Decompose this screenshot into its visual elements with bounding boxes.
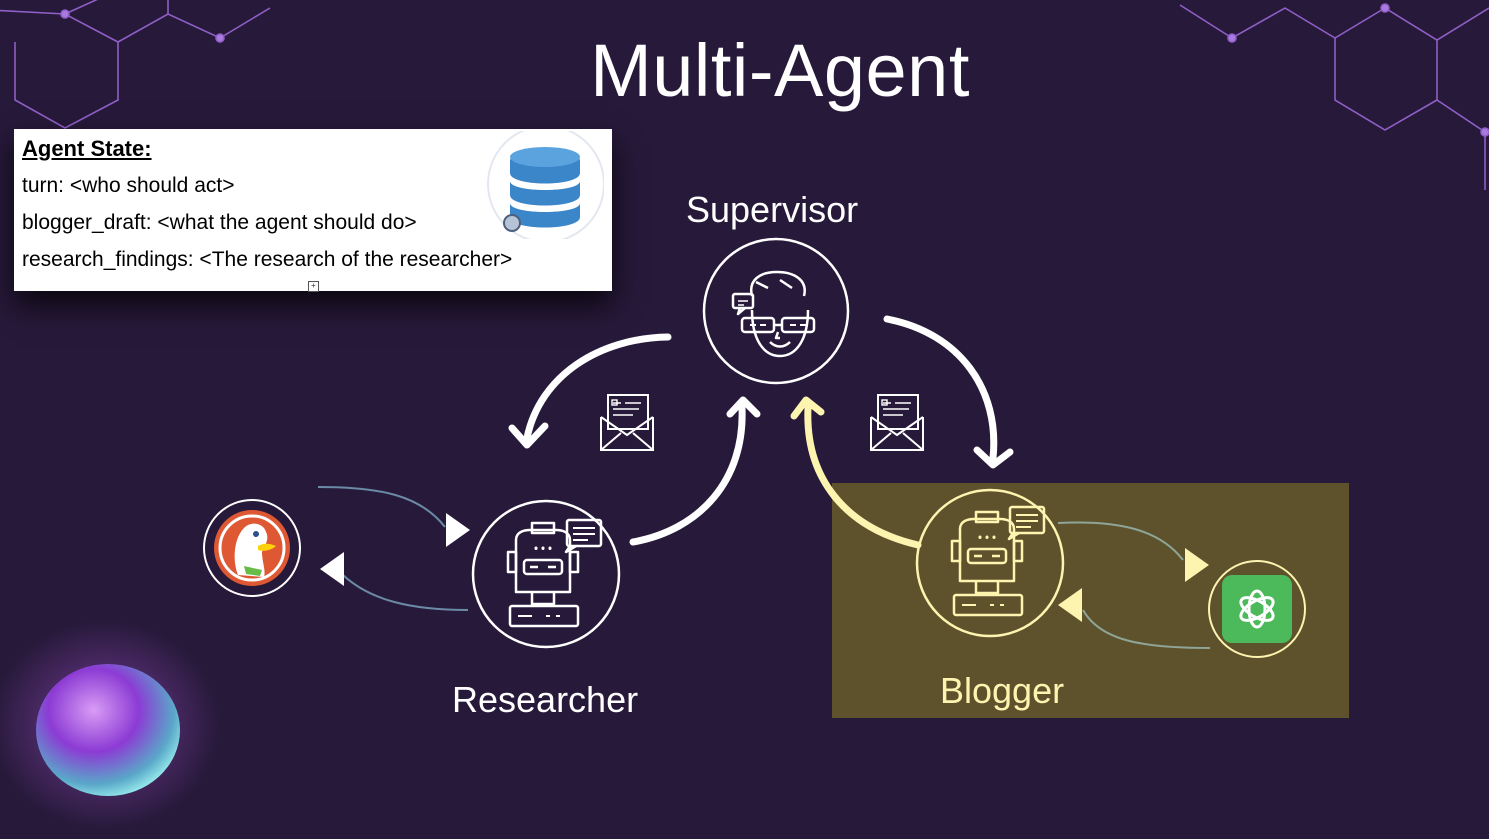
play-arrow-to-blogger bbox=[1058, 588, 1082, 622]
search-tool-node bbox=[203, 499, 301, 597]
blogger-node bbox=[915, 488, 1065, 638]
blogger-label: Blogger bbox=[940, 670, 1065, 711]
arrowhead-supervisor-left bbox=[726, 396, 761, 418]
resize-handle[interactable]: + bbox=[308, 281, 319, 292]
hexagon-decoration-left bbox=[0, 0, 271, 129]
connector-search-to-researcher bbox=[342, 574, 469, 611]
envelope-icon bbox=[600, 394, 654, 451]
openai-icon bbox=[1222, 575, 1292, 643]
connector-researcher-to-search bbox=[317, 486, 446, 528]
database-icon bbox=[486, 125, 605, 243]
arrowhead-researcher bbox=[508, 422, 549, 449]
robot-icon bbox=[506, 518, 603, 628]
slide-title: Multi-Agent bbox=[590, 29, 970, 112]
arrow-supervisor-to-researcher bbox=[523, 333, 672, 442]
arrow-supervisor-to-blogger bbox=[883, 315, 998, 462]
state-line-turn: turn: <who should act> bbox=[22, 174, 235, 197]
duckduckgo-icon bbox=[214, 510, 290, 586]
arrowhead-supervisor-right bbox=[790, 396, 825, 420]
supervisor-node bbox=[702, 237, 850, 385]
hexagon-decoration-right bbox=[1179, 3, 1489, 190]
robot-icon bbox=[950, 505, 1046, 617]
state-line-blogger-draft: blogger_draft: <what the agent should do… bbox=[22, 211, 417, 234]
state-line-research-findings: research_findings: <The research of the … bbox=[22, 248, 513, 271]
researcher-label: Researcher bbox=[452, 679, 639, 720]
envelope-icon bbox=[870, 394, 924, 451]
arrow-blogger-to-supervisor bbox=[804, 404, 922, 549]
connector-llm-to-blogger bbox=[1082, 609, 1211, 649]
supervisor-label: Supervisor bbox=[686, 189, 859, 230]
agent-state-panel: Agent State: turn: <who should act> blog… bbox=[14, 125, 612, 292]
agent-state-heading: Agent State: bbox=[22, 136, 152, 161]
arrowhead-blogger bbox=[973, 446, 1014, 469]
play-arrow-to-search bbox=[320, 552, 344, 586]
arrow-researcher-to-supervisor bbox=[629, 404, 746, 546]
play-arrow-to-researcher bbox=[446, 513, 470, 547]
play-arrow-to-llm bbox=[1185, 548, 1209, 582]
connector-blogger-to-llm bbox=[1057, 521, 1184, 561]
supervisor-avatar-icon bbox=[731, 270, 816, 358]
llm-tool-node bbox=[1208, 560, 1306, 658]
decorative-orb bbox=[0, 620, 220, 830]
researcher-node bbox=[471, 499, 621, 649]
